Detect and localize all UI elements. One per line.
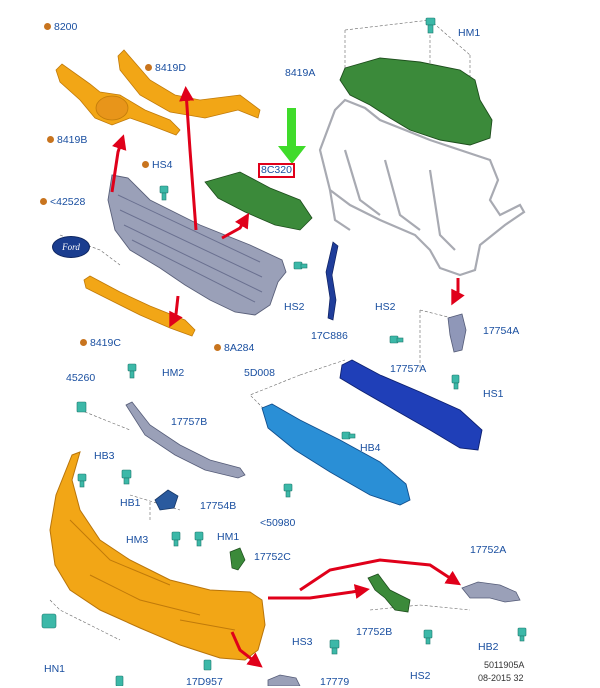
- bumper-cover-details: [69, 519, 236, 631]
- label-8419c: 8419C: [80, 337, 121, 349]
- label-17779: 17779: [320, 676, 350, 688]
- label-hb1: HB1: [120, 497, 141, 509]
- bracket-17754b: [154, 489, 179, 511]
- label-hs3: HS3: [292, 636, 313, 648]
- label-hb4: HB4: [360, 442, 381, 454]
- label-hs2-right: HS2: [375, 301, 396, 313]
- assembly-arrows: [110, 86, 465, 668]
- label-17757b: 17757B: [171, 416, 208, 428]
- label-50980: <50980: [260, 517, 296, 529]
- label-hm2: HM2: [162, 367, 185, 379]
- grille-bar-upper-8419d: [117, 49, 261, 119]
- label-hb2: HB2: [478, 641, 499, 653]
- ford-oval-emblem: Ford: [52, 236, 90, 258]
- label-hs4: HS4: [142, 159, 172, 171]
- label-hs2-left: HS2: [284, 301, 305, 313]
- label-8419d: 8419D: [145, 62, 186, 74]
- bracket-17752a: [461, 581, 521, 603]
- label-8419a: 8419A: [285, 67, 316, 79]
- bracket-17752c: [229, 547, 246, 571]
- radiator-grille-8a284: [107, 174, 287, 316]
- label-17754a: 17754A: [483, 325, 520, 337]
- bumper-bracket-17757b: [125, 401, 246, 479]
- leader-lines: [49, 19, 471, 641]
- grille-bar-lower-8419c: [83, 275, 196, 337]
- label-hs2-bottom: HS2: [410, 670, 431, 682]
- bracket-17c886: [325, 241, 339, 321]
- label-17c886: 17C886: [311, 330, 348, 342]
- label-42528: <42528: [40, 196, 85, 208]
- highlight-arrow-green: [278, 108, 306, 164]
- label-8a284: 8A284: [214, 342, 254, 354]
- bumper-cover-17d957: [49, 451, 266, 661]
- label-8200: 8200: [44, 21, 77, 33]
- label-5d008: 5D008: [244, 367, 275, 379]
- label-hn1: HN1: [44, 663, 66, 675]
- part-17779: [267, 674, 301, 686]
- shield-8419a: [339, 57, 493, 146]
- bracket-17752b: [367, 573, 411, 613]
- bracket-17754a: [447, 313, 467, 353]
- label-hm1-top: HM1: [458, 27, 481, 39]
- label-17d957: 17D957: [186, 676, 223, 688]
- label-45260: 45260: [66, 372, 96, 384]
- arrow-cover-to-17752b: [268, 584, 370, 600]
- footer-date: 08-2015 32: [478, 673, 524, 683]
- grille-emblem-oval: [95, 95, 129, 121]
- label-17752c: 17752C: [254, 551, 291, 563]
- label-hs1: HS1: [483, 388, 504, 400]
- label-17754b: 17754B: [200, 500, 237, 512]
- arrow-grille-to-8419d: [179, 86, 198, 231]
- label-hm3: HM3: [126, 534, 149, 546]
- arrow-cover-to-17779: [230, 631, 263, 668]
- air-deflector-8c320: [204, 171, 313, 231]
- label-8c320: 8C320: [258, 163, 295, 178]
- radiator-support: [318, 98, 526, 277]
- arrow-grille-to-8419b: [110, 134, 127, 193]
- label-17752a: 17752A: [470, 544, 507, 556]
- grille-slats: [117, 194, 263, 303]
- label-17752b: 17752B: [356, 626, 393, 638]
- label-8419b: 8419B: [47, 134, 87, 146]
- bumper-reinforcement-17757a: [339, 359, 483, 451]
- arrow-grille-to-8419c: [169, 295, 183, 328]
- arrow-grille-to-8c320: [221, 212, 250, 240]
- label-hm1-bottom: HM1: [217, 531, 240, 543]
- arrow-cover-to-17752a: [299, 558, 462, 592]
- footer-figure-code: 5011905A: [484, 660, 525, 670]
- ford-logo-text: Ford: [62, 242, 80, 252]
- fasteners: [41, 17, 527, 686]
- label-17757a: 17757A: [390, 363, 427, 375]
- label-hb3: HB3: [94, 450, 115, 462]
- arrow-support-to-17754a: [451, 278, 465, 306]
- energy-absorber-5d008: [261, 403, 411, 506]
